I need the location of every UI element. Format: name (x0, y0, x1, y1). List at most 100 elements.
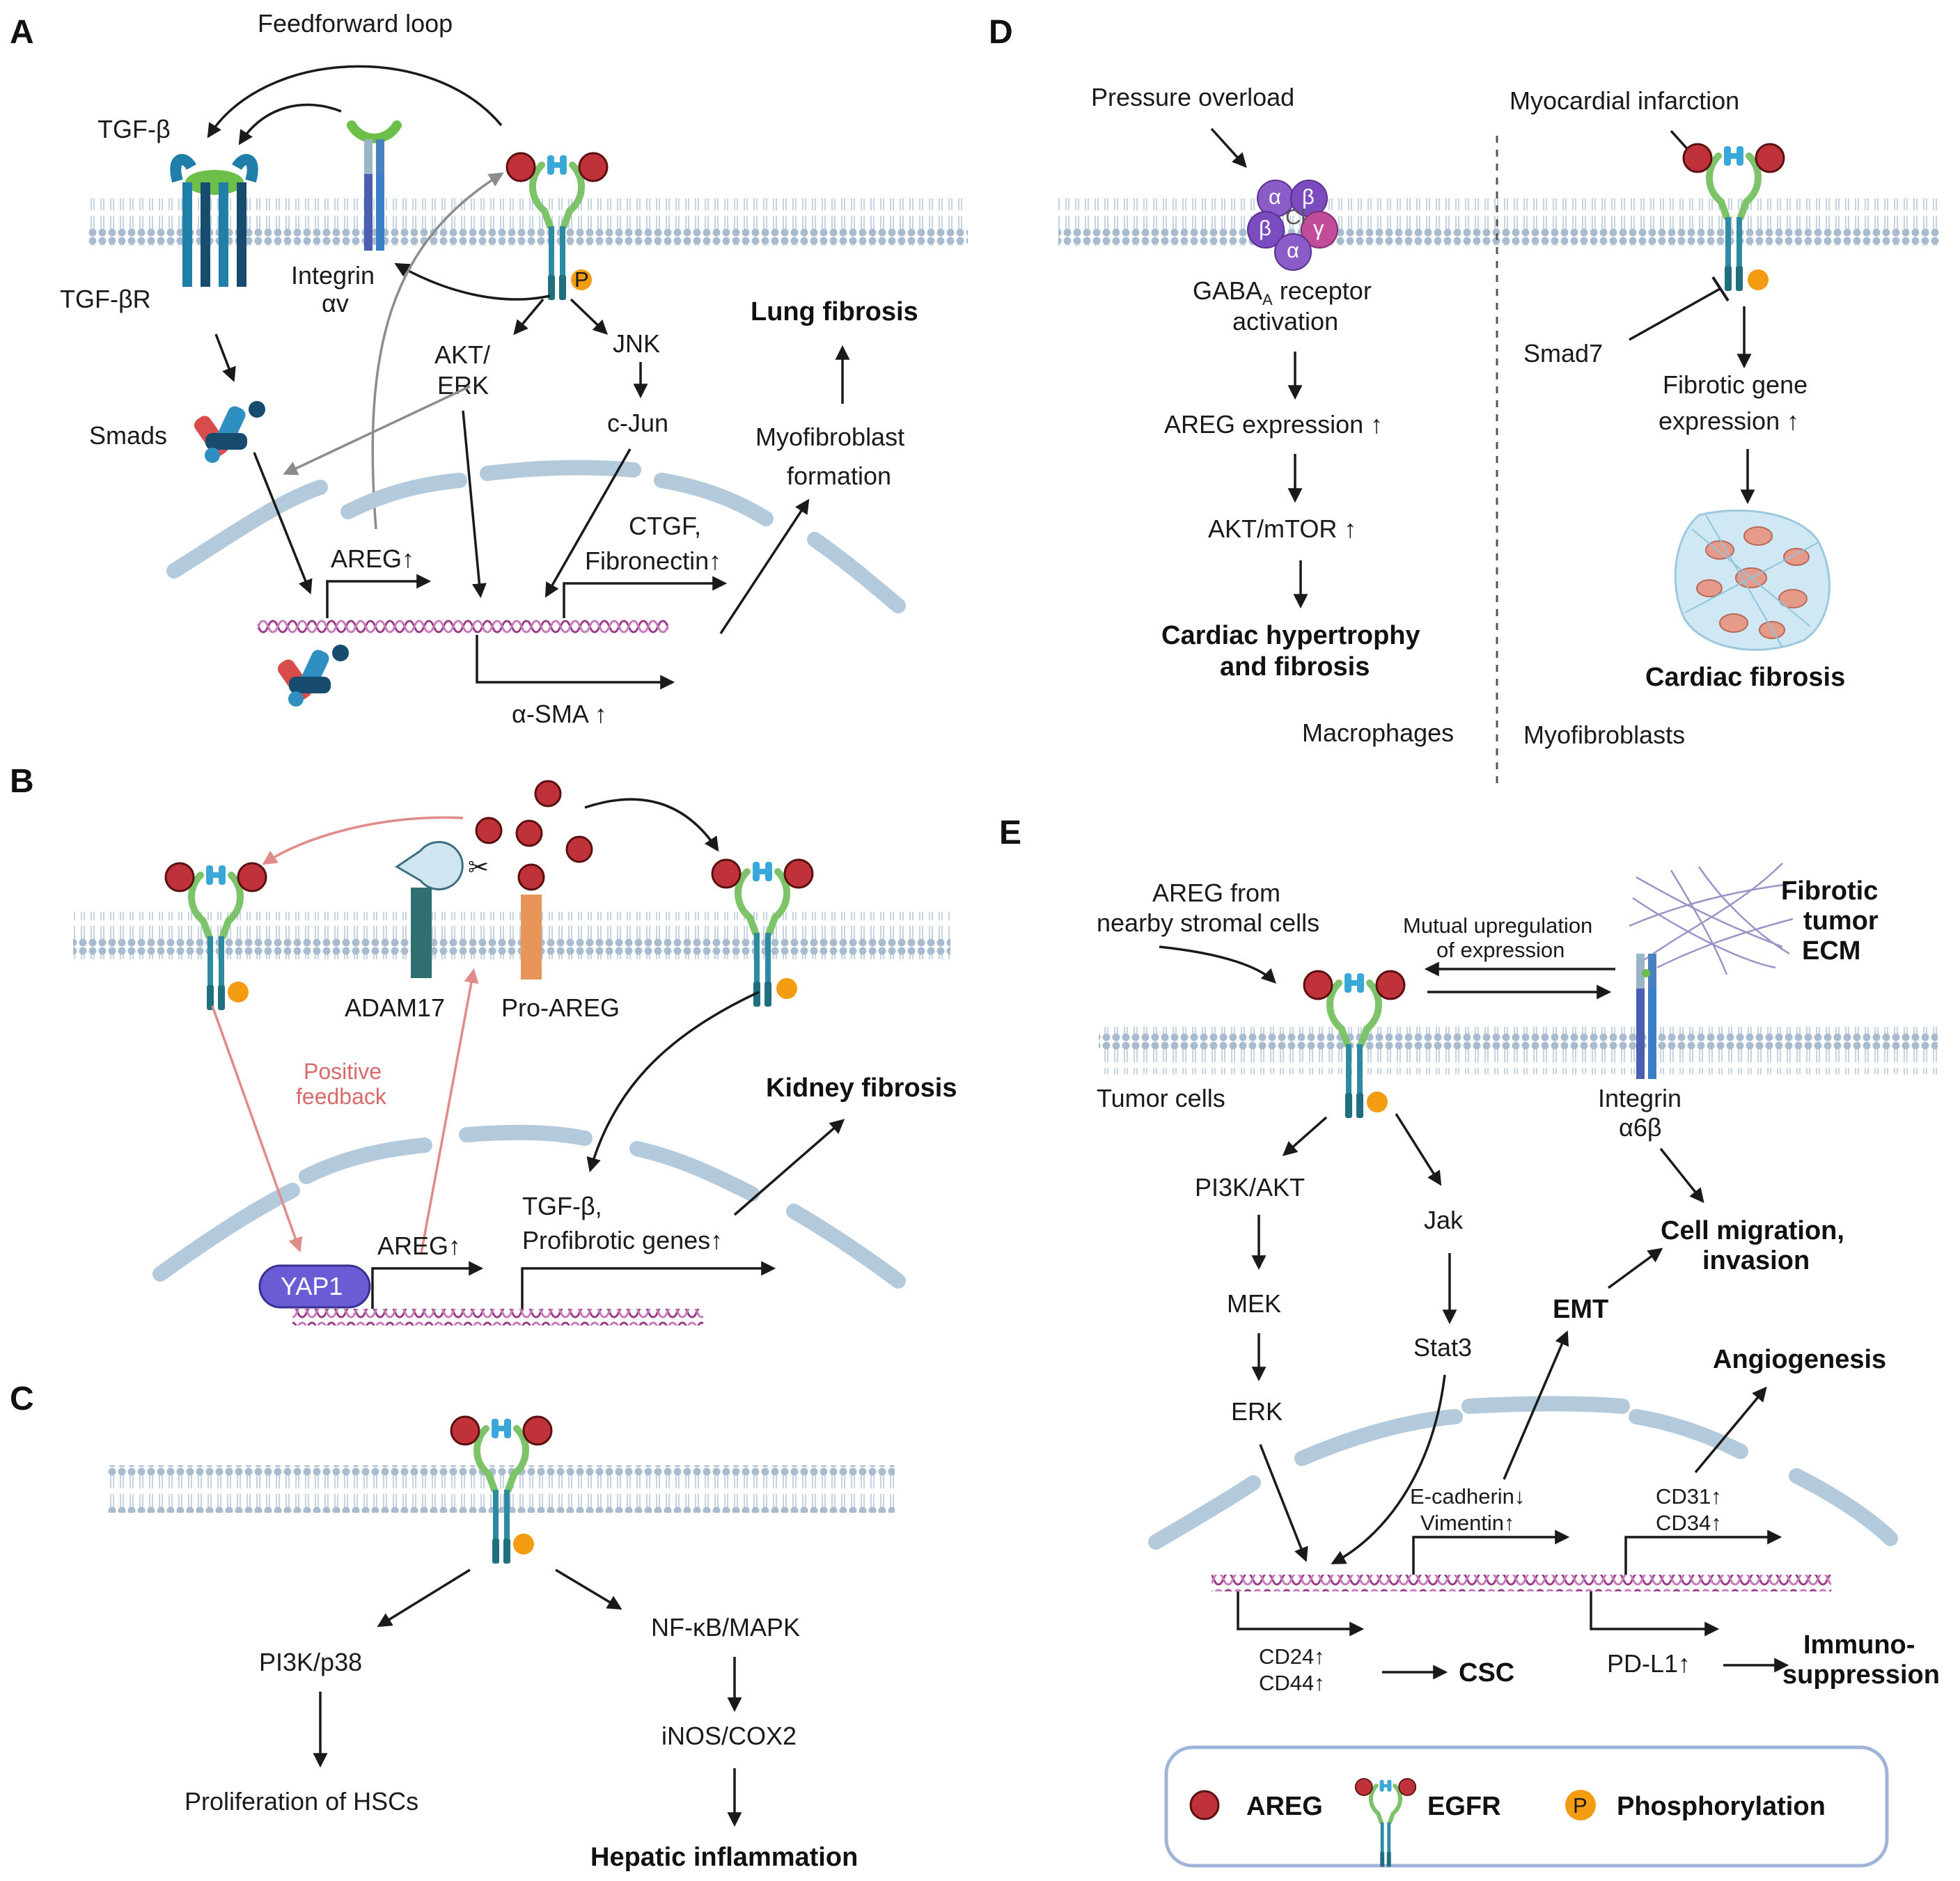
svg-text:Cl: Cl (1285, 205, 1306, 229)
egfr-to-integrin-arrow (394, 262, 551, 301)
dna-e (1212, 1575, 1831, 1591)
svg-text:γ: γ (1313, 216, 1324, 240)
phospho-p-a: P (574, 267, 589, 292)
tgfb-genes-label-2: Profibrotic genes↑ (522, 1226, 723, 1254)
smad7-label: Smad7 (1523, 339, 1603, 368)
cd34-to-angio-arrow (1694, 1386, 1767, 1474)
emt-transcription-arrow (1412, 1529, 1570, 1575)
panel-label-c: C (10, 1380, 34, 1417)
csc-label: CSC (1459, 1658, 1514, 1687)
legend-areg-icon (1189, 1790, 1220, 1820)
areg-label-a: AREG↑ (331, 544, 414, 573)
kidney-fibrosis-label: Kidney fibrosis (766, 1073, 957, 1103)
cardiac-tissue-icon (1674, 509, 1830, 651)
hepatic-inflammation-label: Hepatic inflammation (590, 1843, 858, 1872)
areg-from-label-2: nearby stromal cells (1097, 908, 1319, 937)
ecm-label-1: Fibrotic (1781, 876, 1878, 906)
areg-transcription-arrow (326, 574, 432, 618)
panel-a: A Feedforward loop TGF-β TGF-βR Integrin… (10, 9, 968, 728)
phospho-icon-c (513, 1534, 534, 1555)
stat3-label: Stat3 (1413, 1333, 1472, 1362)
integrin-av-icon (347, 120, 402, 251)
adam17-icon (395, 841, 464, 978)
smad-on-dna-icon (275, 645, 349, 707)
legend-phospho-label: Phosphorylation (1617, 1792, 1826, 1821)
legend-areg-label: AREG (1246, 1792, 1323, 1821)
angio-transcription-arrow (1624, 1529, 1782, 1575)
akt-erk-label-1: AKT/ (434, 340, 490, 369)
immunosuppression-label-2: suppression (1782, 1660, 1940, 1690)
cd31-label: CD31↑ (1656, 1484, 1722, 1509)
pressure-to-gaba-arrow (1210, 127, 1247, 168)
immunosuppression-label-1: Immuno- (1803, 1630, 1915, 1660)
mi-label: Myocardial infarction (1510, 86, 1739, 115)
tgfbr-label: TGF-βR (60, 285, 151, 313)
areg-ligand-group (475, 780, 593, 891)
integrin-to-migration-arrow (1659, 1147, 1704, 1204)
myofibroblasts-label: Myofibroblasts (1523, 721, 1685, 749)
vimentin-label: Vimentin↑ (1420, 1511, 1515, 1535)
smad-to-dna-arrow (253, 452, 313, 595)
fibrotic-gene-label-2: expression ↑ (1659, 407, 1799, 435)
yap1-badge (258, 1264, 371, 1309)
panel-label-a: A (10, 14, 34, 51)
egfr-to-pi3k-arrow (377, 1568, 471, 1628)
phospho-icon-b-left (228, 982, 249, 1002)
areg-expression-label: AREG expression ↑ (1164, 410, 1383, 439)
tumor-cells-label: Tumor cells (1097, 1084, 1225, 1112)
pdl1-transcription-arrow (1590, 1591, 1720, 1637)
integrin-to-tgfb-arrow (238, 103, 342, 145)
right-egfr-to-tgfb-arrow (586, 991, 760, 1173)
jak-label: Jak (1424, 1206, 1464, 1234)
cardiac-fibrosis-label: Cardiac fibrosis (1645, 663, 1845, 692)
csc-transcription-arrow (1237, 1591, 1365, 1637)
integrin-av-label-1: Integrin (291, 261, 375, 290)
erk-to-dna-arrow (1259, 1444, 1308, 1562)
inos-cox2-label: iNOS/COX2 (661, 1722, 797, 1750)
areg-from-label-1: AREG from (1152, 879, 1280, 907)
macrophages-label: Macrophages (1302, 718, 1454, 747)
nucleus-b (152, 1124, 906, 1289)
positive-feedback-label-2: feedback (296, 1084, 387, 1109)
panel-label-b: B (10, 763, 34, 800)
to-myofibroblast-arrow (719, 498, 810, 634)
legend-phospho-p: P (1573, 1793, 1587, 1818)
ecm-fibers-icon (1629, 863, 1794, 975)
legend: AREG EGFR P Phosphorylation (1164, 1745, 1889, 1868)
panel-c: C PI3K/p38 NF-κB/MAPK iNOS/COX2 Prolifer… (10, 1380, 895, 1872)
legend-box (1164, 1745, 1889, 1868)
areg-to-adam17-arrow (420, 968, 479, 1254)
egfr-to-jak-arrow (1395, 1113, 1442, 1186)
nucleus-e (1148, 1396, 1898, 1550)
areg-transcription-arrow-b (371, 1261, 484, 1309)
cjun-label: c-Jun (607, 409, 668, 437)
integrin-a6b-icon (1636, 954, 1656, 1079)
pdl1-label: PD-L1↑ (1607, 1649, 1691, 1678)
pressure-overload-label: Pressure overload (1091, 83, 1294, 111)
gaba-receptor-label-1: GABAA receptor (1193, 276, 1372, 308)
myofibroblast-label-2: formation (787, 462, 891, 490)
tgfb-genes-label-1: TGF-β, (522, 1192, 602, 1220)
ecadherin-label: E-cadherin↓ (1410, 1484, 1525, 1509)
akt-to-smad-arrow (283, 385, 471, 475)
svg-text:α: α (1269, 184, 1281, 209)
migration-label-2: invasion (1702, 1246, 1810, 1275)
integrin-av-label-2: αv (322, 289, 349, 317)
smads-label: Smads (89, 421, 167, 450)
pro-areg-label: Pro-AREG (501, 993, 620, 1022)
myofibroblast-label-1: Myofibroblast (755, 423, 904, 451)
erk-label: ERK (1231, 1397, 1283, 1426)
cell-membrane-d (1058, 198, 1939, 246)
emt-to-migration-arrow (1607, 1248, 1663, 1289)
integrin-a6b-label-2: α6β (1619, 1113, 1662, 1142)
stromal-areg-arrow (1159, 945, 1276, 984)
mutual-upregulation-label-1: Mutual upregulation (1403, 913, 1592, 938)
egfr-to-jnk-arrow (570, 298, 609, 335)
prolif-hsc-label: Proliferation of HSCs (185, 1787, 418, 1816)
tgfbr-to-smad-arrow (214, 333, 236, 382)
gaba-receptor-icon: α β β γ α Cl (1247, 180, 1338, 271)
areg-to-left-egfr-arrow (262, 816, 464, 865)
svg-text:α: α (1287, 238, 1299, 262)
adam17-label: ADAM17 (345, 993, 445, 1022)
